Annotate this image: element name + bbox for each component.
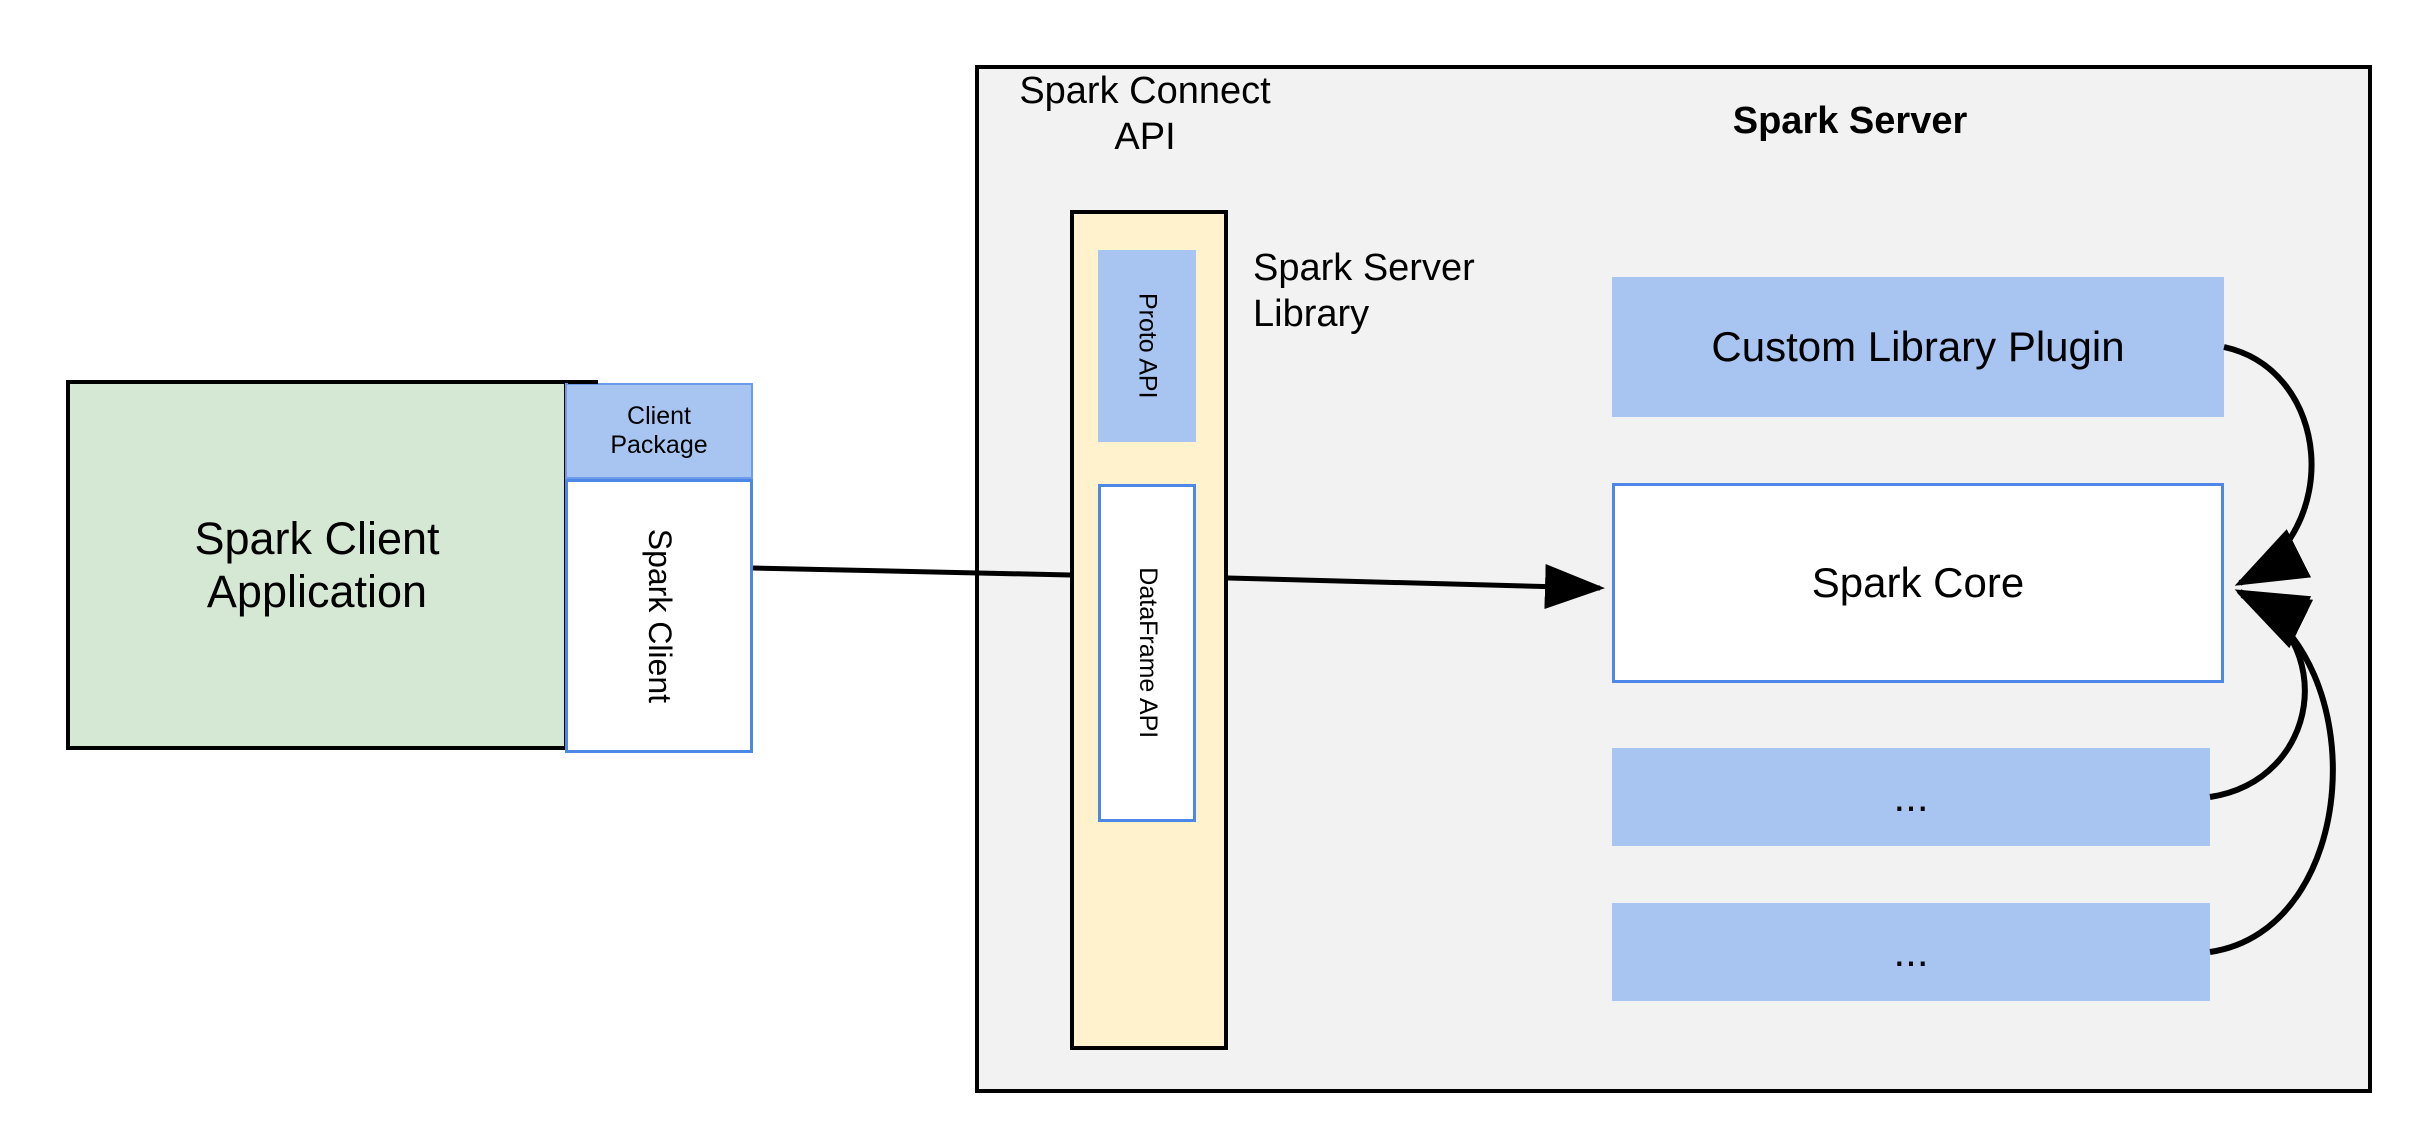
spark-core-box[interactable]: Spark Core xyxy=(1612,483,2224,683)
spark-connect-api-label: Spark Connect API xyxy=(1000,68,1290,161)
spark-connect-api-label-line2: API xyxy=(1114,116,1176,159)
spark-client-box[interactable]: Spark Client xyxy=(565,479,753,753)
spark-client-application-box[interactable]: Spark Client Application xyxy=(66,380,568,750)
spark-connect-api-label-line1: Spark Connect xyxy=(1019,70,1271,112)
client-package-label-line2: Package xyxy=(610,431,708,459)
spark-server-library-label-line2: Library xyxy=(1253,293,1370,336)
proto-api-box[interactable]: Proto API xyxy=(1098,250,1196,442)
server-component-ellipsis-1-label: ... xyxy=(1893,773,1929,821)
client-app-label-line2: Application xyxy=(206,566,428,617)
server-component-ellipsis-2[interactable]: ... xyxy=(1612,903,2210,1001)
spark-server-library-label-line1: Spark Server xyxy=(1253,247,1475,289)
custom-library-plugin-label: Custom Library Plugin xyxy=(1711,323,2125,371)
spark-core-label: Spark Core xyxy=(1811,559,2025,607)
spark-server-library-label: Spark Server Library xyxy=(1253,245,1553,338)
server-component-ellipsis-2-label: ... xyxy=(1893,928,1929,976)
dataframe-api-label: DataFrame API xyxy=(1133,567,1162,739)
client-package-box[interactable]: Client Package xyxy=(565,383,753,479)
client-app-top-rule xyxy=(568,380,598,384)
proto-api-label: Proto API xyxy=(1133,293,1162,399)
spark-server-title: Spark Server xyxy=(1732,100,1968,142)
client-app-label-line1: Spark Client xyxy=(194,512,440,564)
server-component-ellipsis-1[interactable]: ... xyxy=(1612,748,2210,846)
client-package-label-line1: Client xyxy=(627,401,691,430)
dataframe-api-box[interactable]: DataFrame API xyxy=(1098,484,1196,822)
spark-client-label: Spark Client xyxy=(641,528,678,704)
custom-library-plugin-box[interactable]: Custom Library Plugin xyxy=(1612,277,2224,417)
